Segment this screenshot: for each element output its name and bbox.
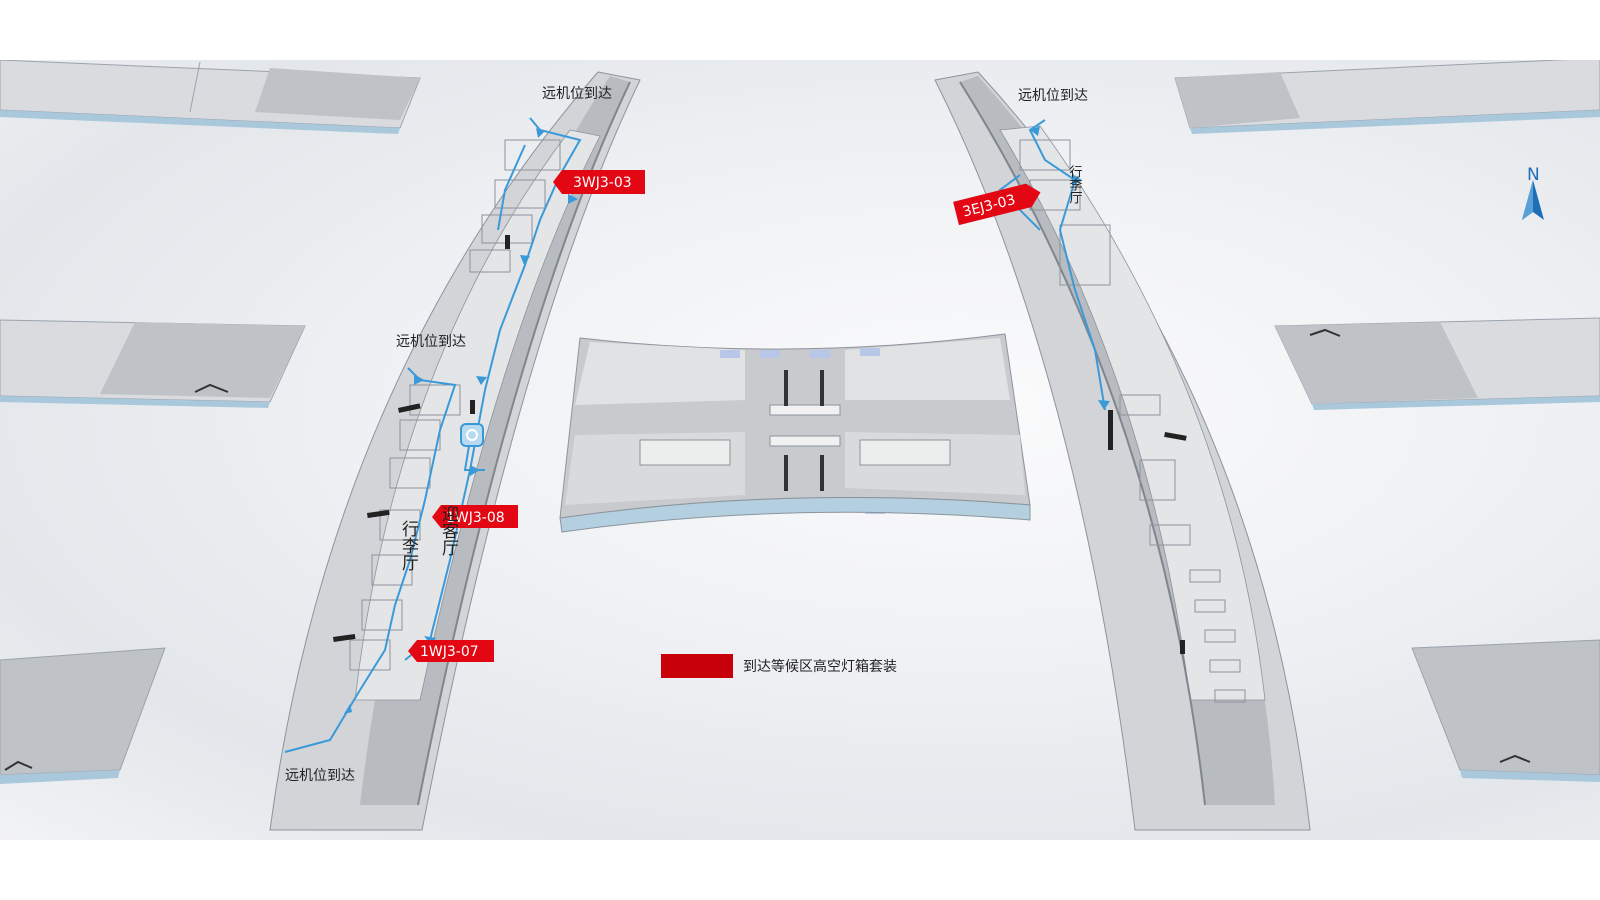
terminal-map: 3WJ3-03 1WJ3-08 1WJ3-07 3EJ3-03 远机位到达 远机… <box>0 60 1600 840</box>
compass-label: N <box>1527 165 1540 185</box>
right-concourse-pier <box>934 71 1311 831</box>
legend: 到达等候区高空灯箱套装 <box>661 654 897 678</box>
lounge-label: 迎客厅 <box>438 505 459 556</box>
sign-tag-1WJ3-08[interactable]: 1WJ3-08 <box>432 505 518 528</box>
sign-tag-3WJ3-03[interactable]: 3WJ3-03 <box>553 170 645 194</box>
passenger-route-lines <box>284 117 1106 753</box>
pier-wing-bottom-left <box>0 647 166 784</box>
pier-wing-mid-left <box>0 319 306 408</box>
legend-label: 到达等候区高空灯箱套装 <box>743 659 897 675</box>
pier-wing-mid-right <box>1274 317 1600 410</box>
pier-wing-bottom-right <box>1411 639 1600 782</box>
escalator-icon <box>460 423 484 447</box>
tag-label: 1WJ3-08 <box>446 510 505 526</box>
arrival-label-mid-left: 远机位到达 <box>396 334 466 350</box>
sign-tag-1WJ3-07[interactable]: 1WJ3-07 <box>408 640 494 662</box>
arrival-label-top-right: 远机位到达 <box>1018 88 1088 104</box>
central-terminal-building <box>559 333 1031 533</box>
pier-wing-top-left <box>0 60 421 134</box>
arrival-label-top-left: 远机位到达 <box>542 86 612 102</box>
tag-label: 3WJ3-03 <box>573 175 632 191</box>
baggage-hall-label: 行李厅 <box>398 520 419 571</box>
arrival-label-bottom-left: 远机位到达 <box>285 768 355 784</box>
legend-swatch <box>661 654 733 678</box>
pier-wing-top-right <box>1174 60 1600 134</box>
tag-label: 1WJ3-07 <box>420 644 479 660</box>
compass-north-icon <box>1518 180 1548 250</box>
right-hall-label: 行李厅 <box>1067 165 1083 204</box>
left-concourse-pier <box>269 71 641 831</box>
